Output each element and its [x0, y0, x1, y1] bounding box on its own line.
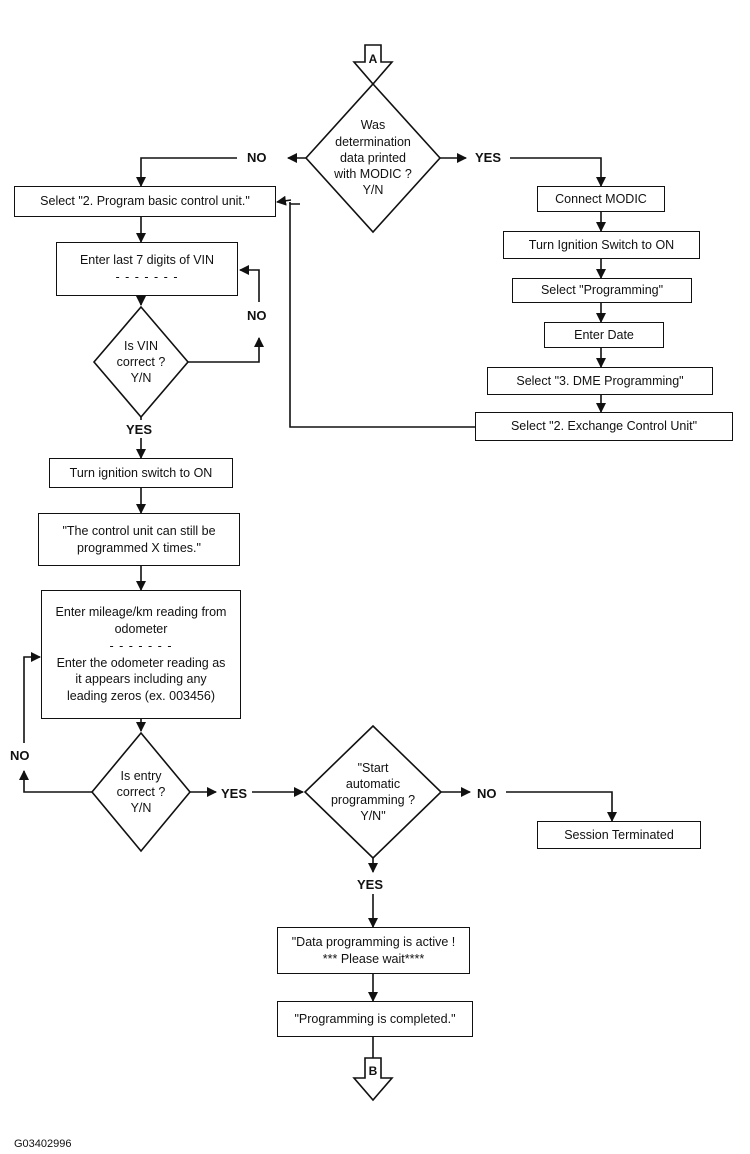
- step-data-active-line2: *** Please wait****: [322, 951, 425, 966]
- step-turn-ignition-text: Turn Ignition Switch to ON: [528, 237, 675, 252]
- step-dme-programming: Select "3. DME Programming": [487, 367, 713, 395]
- step-program-basic: Select "2. Program basic control unit.": [14, 186, 276, 217]
- decision-auto-line: Y/N": [360, 809, 386, 824]
- decision-vin-line: Y/N: [130, 371, 152, 386]
- step-enter-mileage-note: Enter the odometer reading as it appears…: [56, 655, 226, 704]
- step-programming-completed-text: "Programming is completed.": [294, 1011, 456, 1026]
- decision-entry-line: Y/N: [130, 801, 152, 816]
- step-select-programming: Select "Programming": [512, 278, 692, 303]
- step-dme-programming-text: Select "3. DME Programming": [516, 373, 684, 388]
- connector-b-label: B: [368, 1064, 378, 1078]
- step-exchange-control-unit-text: Select "2. Exchange Control Unit": [510, 419, 698, 434]
- step-session-terminated-text: Session Terminated: [564, 827, 674, 842]
- step-enter-vin-text: Enter last 7 digits of VIN: [79, 253, 215, 268]
- decision-vin-line: Is VIN: [123, 338, 159, 353]
- step-data-active-line1: "Data programming is active !: [291, 934, 456, 949]
- step-enter-mileage-title: Enter mileage/km reading from odometer: [55, 604, 227, 636]
- step-select-programming-text: Select "Programming": [540, 283, 664, 298]
- step-programming-completed: "Programming is completed.": [277, 1001, 473, 1037]
- step-connect-modic: Connect MODIC: [537, 186, 665, 212]
- label-no-entry: NO: [10, 748, 30, 763]
- decision-modic-line: Was: [360, 118, 386, 133]
- decision-auto-line: "Start: [357, 760, 389, 775]
- connector-a-shape: [352, 44, 394, 86]
- decision-auto: "Start automatic programming ? Y/N": [318, 758, 428, 826]
- decision-auto-line: automatic: [345, 776, 401, 791]
- step-program-basic-text: Select "2. Program basic control unit.": [40, 194, 250, 209]
- label-no-auto: NO: [477, 786, 497, 801]
- decision-modic: Was determination data printed with MODI…: [318, 112, 428, 204]
- step-enter-date-text: Enter Date: [574, 327, 634, 342]
- step-connect-modic-text: Connect MODIC: [555, 191, 647, 206]
- decision-vin: Is VIN correct ? Y/N: [100, 336, 182, 388]
- decision-vin-line: correct ?: [116, 354, 166, 369]
- label-yes-vin: YES: [126, 422, 153, 437]
- decision-modic-line: Y/N: [362, 183, 384, 198]
- mileage-dashes: - - - - - - -: [109, 638, 173, 653]
- connector-a-label: A: [368, 52, 378, 66]
- label-no-modic: NO: [247, 150, 267, 165]
- step-control-unit-msg-text: "The control unit can still be programme…: [62, 523, 216, 555]
- decision-modic-shape: [304, 82, 442, 234]
- decision-modic-line: data printed: [339, 150, 407, 165]
- step-session-terminated: Session Terminated: [537, 821, 701, 849]
- decision-entry: Is entry correct ? Y/N: [100, 766, 182, 818]
- decision-modic-line: determination: [335, 134, 411, 149]
- label-yes-modic: YES: [475, 150, 502, 165]
- step-ignition-on: Turn ignition switch to ON: [49, 458, 233, 488]
- step-enter-mileage: Enter mileage/km reading from odometer -…: [41, 590, 241, 719]
- step-turn-ignition: Turn Ignition Switch to ON: [503, 231, 700, 259]
- decision-modic-line: with MODIC ?: [334, 167, 412, 182]
- step-enter-date: Enter Date: [544, 322, 664, 348]
- connector-b-shape: [352, 1057, 394, 1102]
- label-yes-auto: YES: [357, 877, 384, 892]
- decision-entry-line: correct ?: [116, 784, 166, 799]
- figure-id: G03402996: [14, 1138, 72, 1150]
- step-exchange-control-unit: Select "2. Exchange Control Unit": [475, 412, 733, 441]
- step-ignition-on-text: Turn ignition switch to ON: [69, 465, 213, 480]
- decision-auto-line: programming ?: [330, 793, 416, 807]
- decision-entry-shape: [90, 731, 192, 853]
- step-control-unit-msg: "The control unit can still be programme…: [38, 513, 240, 566]
- step-enter-vin: Enter last 7 digits of VIN - - - - - - -: [56, 242, 238, 296]
- decision-entry-line: Is entry: [120, 768, 162, 783]
- label-no-vin: NO: [247, 308, 267, 323]
- vin-dashes: - - - - - - -: [115, 270, 179, 284]
- label-yes-entry: YES: [221, 786, 248, 801]
- step-data-programming-active: "Data programming is active ! *** Please…: [277, 927, 470, 974]
